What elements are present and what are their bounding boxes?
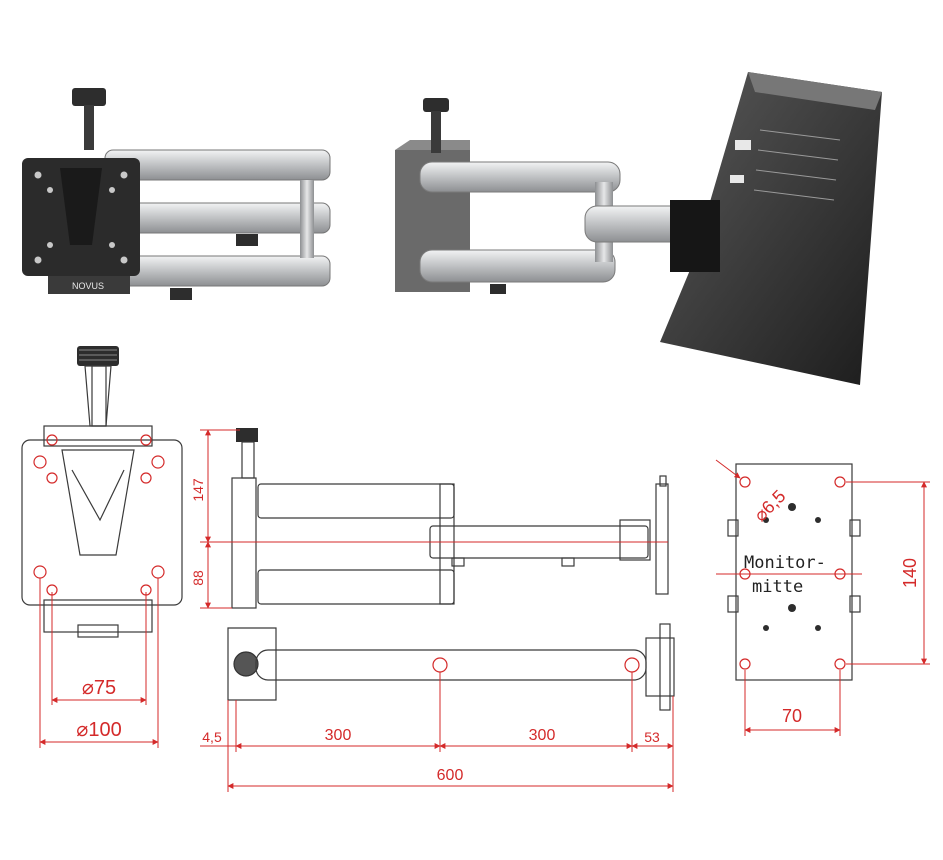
dim-arm-1-300: 300 — [325, 727, 352, 744]
center-label-line-1: Monitor- — [744, 553, 826, 573]
dim-arm-2-300: 300 — [529, 727, 556, 744]
dim-hole-6-5: ⌀6,5 — [750, 486, 789, 525]
center-label-line-2: mitte — [752, 577, 803, 597]
drawing-plan-view — [200, 623, 675, 792]
photo-folded-arm: NOVUS — [22, 88, 331, 300]
drawing-adapter-plate — [715, 459, 930, 736]
dim-height-147: 147 — [190, 478, 206, 502]
dim-total-600: 600 — [437, 767, 464, 784]
photo-extended-arm-with-monitor — [395, 72, 882, 385]
dim-head-53: 53 — [644, 729, 660, 745]
dim-hole-100: ⌀100 — [76, 719, 121, 741]
dim-height-88: 88 — [190, 570, 206, 586]
brand-label: NOVUS — [72, 281, 104, 291]
dim-height-140: 140 — [900, 558, 920, 588]
dim-offset-4-5: 4,5 — [202, 729, 222, 745]
drawing-side-elevation — [200, 428, 669, 609]
dim-hole-75: ⌀75 — [82, 677, 116, 699]
drawing-mount-plate — [21, 346, 183, 748]
dim-width-70: 70 — [782, 706, 802, 726]
